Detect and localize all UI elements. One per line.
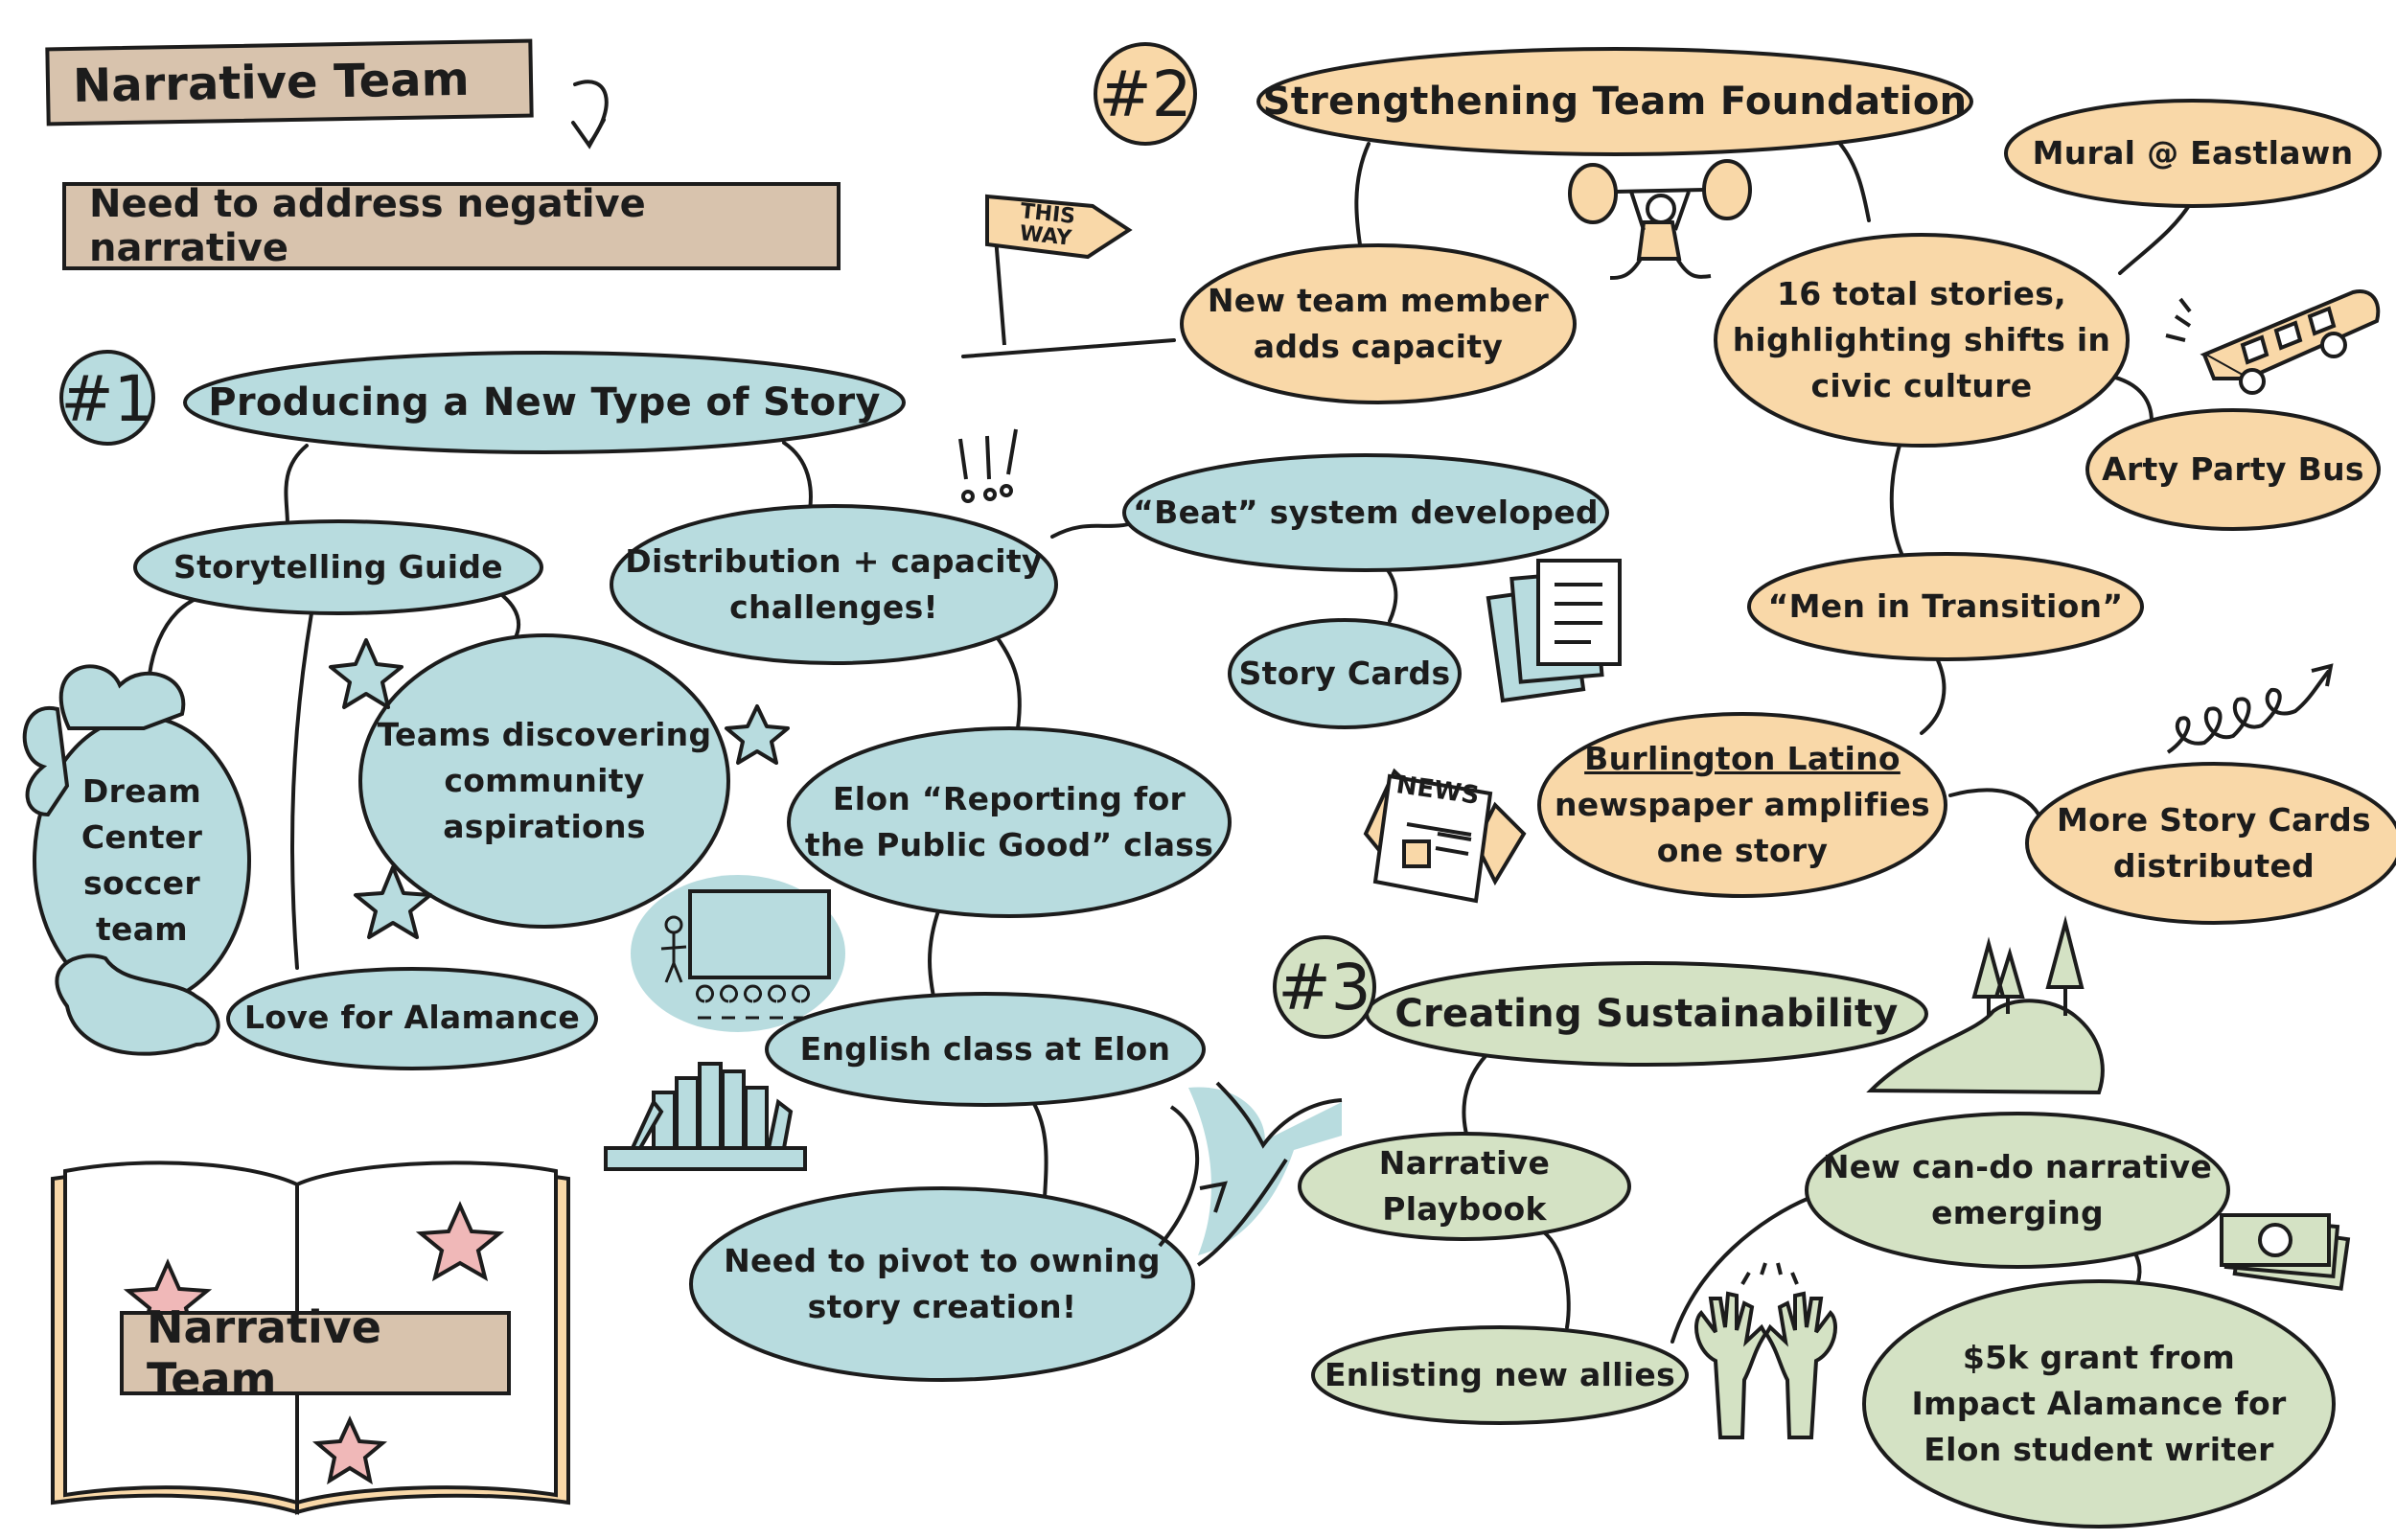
connector-8 — [1386, 568, 1398, 623]
number-circle-3 — [1273, 935, 1376, 1039]
connector-21 — [1670, 1196, 1811, 1344]
connector-10 — [1031, 1100, 1048, 1200]
node-english-class — [765, 992, 1206, 1107]
mountain-icon — [1866, 915, 2105, 1095]
label-playbook: Narrative Playbook — [1378, 1144, 1551, 1228]
node-can-do — [1805, 1112, 2230, 1269]
node-more-cards — [2025, 762, 2396, 925]
connector-9 — [928, 907, 941, 1003]
node-grant — [1862, 1279, 2336, 1529]
node-beat-system — [1122, 453, 1609, 572]
connector-20 — [1541, 1230, 1571, 1329]
label-mural: Mural @ Eastlawn — [2032, 134, 2354, 172]
section-title-1: Producing a New Type of Story — [208, 380, 881, 425]
connector-12 — [1354, 142, 1371, 253]
node-allies — [1311, 1325, 1689, 1425]
connector-15 — [2107, 374, 2154, 424]
header-arrow-head — [571, 118, 606, 149]
node-playbook — [1298, 1132, 1631, 1241]
header-title: Narrative Team — [45, 38, 534, 126]
connector-1 — [284, 444, 309, 527]
label-english-class: English class at Elon — [799, 1030, 1171, 1069]
star-icon — [354, 865, 432, 939]
connector-14 — [2118, 195, 2197, 275]
number-circle-1 — [59, 350, 155, 446]
bush-decoration — [22, 664, 220, 1056]
node-storytelling-guide — [133, 519, 543, 615]
connector-7 — [990, 629, 1022, 730]
label-beat-system: “Beat” system developed — [1133, 494, 1599, 532]
connector-16 — [1889, 434, 1904, 558]
node-distribution — [610, 504, 1058, 665]
connector-17 — [1920, 655, 1947, 735]
node-mural — [2004, 99, 2382, 208]
connector-11 — [961, 338, 1176, 358]
connector-5 — [501, 594, 521, 639]
star-icon — [329, 638, 403, 709]
section-number-2: #2 — [1098, 57, 1192, 131]
connector-18 — [1948, 788, 2043, 821]
number-circle-2 — [1094, 42, 1197, 146]
section-title-3: Creating Sustainability — [1394, 992, 1899, 1036]
connector-13 — [1838, 142, 1871, 222]
node-burlington — [1537, 712, 1947, 898]
newspaper-icon — [1363, 768, 1527, 904]
weightlifter-icon — [1568, 159, 1752, 280]
classroom-icon — [631, 875, 845, 1032]
node-new-member — [1180, 243, 1577, 404]
section-number-1: #1 — [60, 361, 154, 436]
node-elon-class — [787, 726, 1232, 918]
money-icon — [2220, 1213, 2351, 1291]
documents-icon — [1486, 559, 1622, 703]
star-icon — [725, 704, 790, 765]
label-allies: Enlisting new allies — [1324, 1356, 1676, 1394]
bookshelf-icon — [604, 1062, 807, 1171]
label-storytelling-guide: Storytelling Guide — [173, 548, 503, 586]
label-arty-bus: Arty Party Bus — [2102, 450, 2364, 489]
label-love-alamance: Love for Alamance — [243, 999, 581, 1037]
bus-icon — [2165, 289, 2381, 395]
node-love-alamance — [226, 967, 598, 1070]
section-title-2: Strengthening Team Foundation — [1262, 80, 1968, 124]
node-pivot — [689, 1186, 1195, 1382]
raised-hands-icon — [1694, 1262, 1837, 1439]
node-men-transition — [1747, 552, 2144, 661]
connector-6 — [1050, 520, 1138, 539]
book-label: Narrative Team — [120, 1301, 511, 1405]
signpost-icon — [985, 194, 1133, 346]
growth-squiggle-icon — [2166, 663, 2334, 754]
node-story-cards — [1228, 618, 1462, 729]
node-stories — [1714, 233, 2130, 448]
connector-4 — [290, 611, 313, 970]
node-teams-discovering — [358, 633, 730, 929]
title-node-1 — [183, 351, 906, 454]
title-node-2 — [1256, 47, 1973, 156]
header-subtitle: Need to address negative narrative — [62, 182, 841, 270]
section-number-3: #3 — [1278, 950, 1371, 1024]
label-story-cards: Story Cards — [1238, 655, 1451, 693]
connector-2 — [782, 441, 813, 512]
path-arrow-icon — [1158, 1081, 1343, 1267]
node-arty-bus — [2085, 408, 2381, 531]
exclamation-icon — [958, 428, 1018, 503]
label-men-transition: “Men in Transition” — [1767, 587, 2124, 626]
